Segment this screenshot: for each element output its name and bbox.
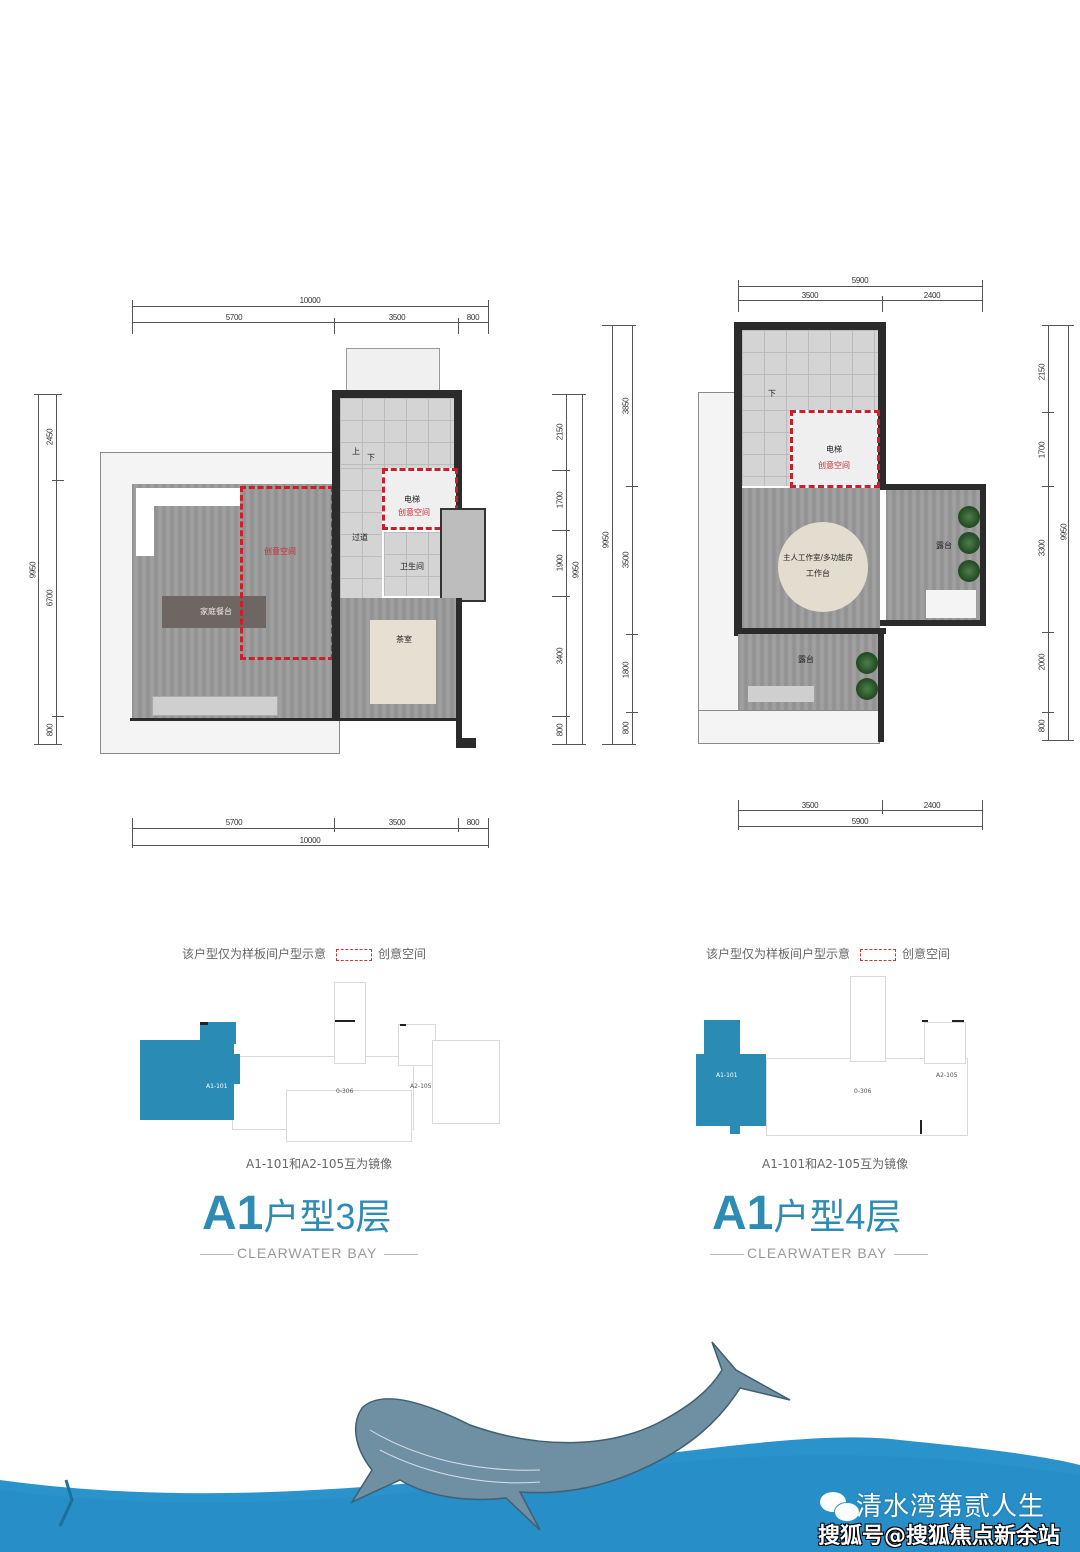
- tea-table-rug: [370, 620, 436, 704]
- sideboard: [152, 696, 278, 716]
- dining-table: [162, 596, 266, 628]
- legend-3f: 该户型仅为样板间户型示意创意空间: [182, 947, 427, 961]
- source-watermark: 搜狐号@搜狐焦点新余站: [818, 1524, 1061, 1549]
- plant-icon: [856, 678, 878, 700]
- utility-closet: [440, 508, 486, 602]
- account-name: 清水湾第贰人生: [856, 1492, 1046, 1522]
- plant-icon: [958, 506, 980, 528]
- elevator-box-4f: [792, 412, 878, 486]
- plant-icon: [958, 532, 980, 554]
- plant-icon: [856, 652, 878, 674]
- dashed-box-icon: [336, 948, 373, 961]
- outdoor-bench: [926, 590, 976, 618]
- sea-whale-illustration: [0, 1341, 1080, 1552]
- round-rug: [778, 522, 868, 612]
- dashed-box-icon: [860, 948, 897, 961]
- whale-icon: [350, 1341, 791, 1531]
- highlighted-unit: [140, 1040, 234, 1120]
- creative-space-zone: [240, 486, 334, 660]
- corridor: [340, 468, 382, 598]
- terrace-bench: [748, 686, 814, 702]
- legend-4f: 该户型仅为样板间户型示意创意空间: [706, 947, 951, 961]
- plant-icon: [958, 560, 980, 582]
- title-4f: A1户型4层: [712, 1187, 902, 1240]
- subtitle-4f: CLEARWATER BAY: [747, 1245, 888, 1261]
- subtitle-3f: CLEARWATER BAY: [237, 1245, 378, 1261]
- terrace-outline-4f: [698, 392, 740, 744]
- title-3f: A1户型3层: [202, 1187, 392, 1240]
- diver-icon: [58, 1479, 74, 1527]
- upper-void: [346, 348, 440, 394]
- bathroom: [384, 532, 440, 596]
- stairwell-4f: [742, 330, 878, 410]
- stairwell: [340, 398, 454, 468]
